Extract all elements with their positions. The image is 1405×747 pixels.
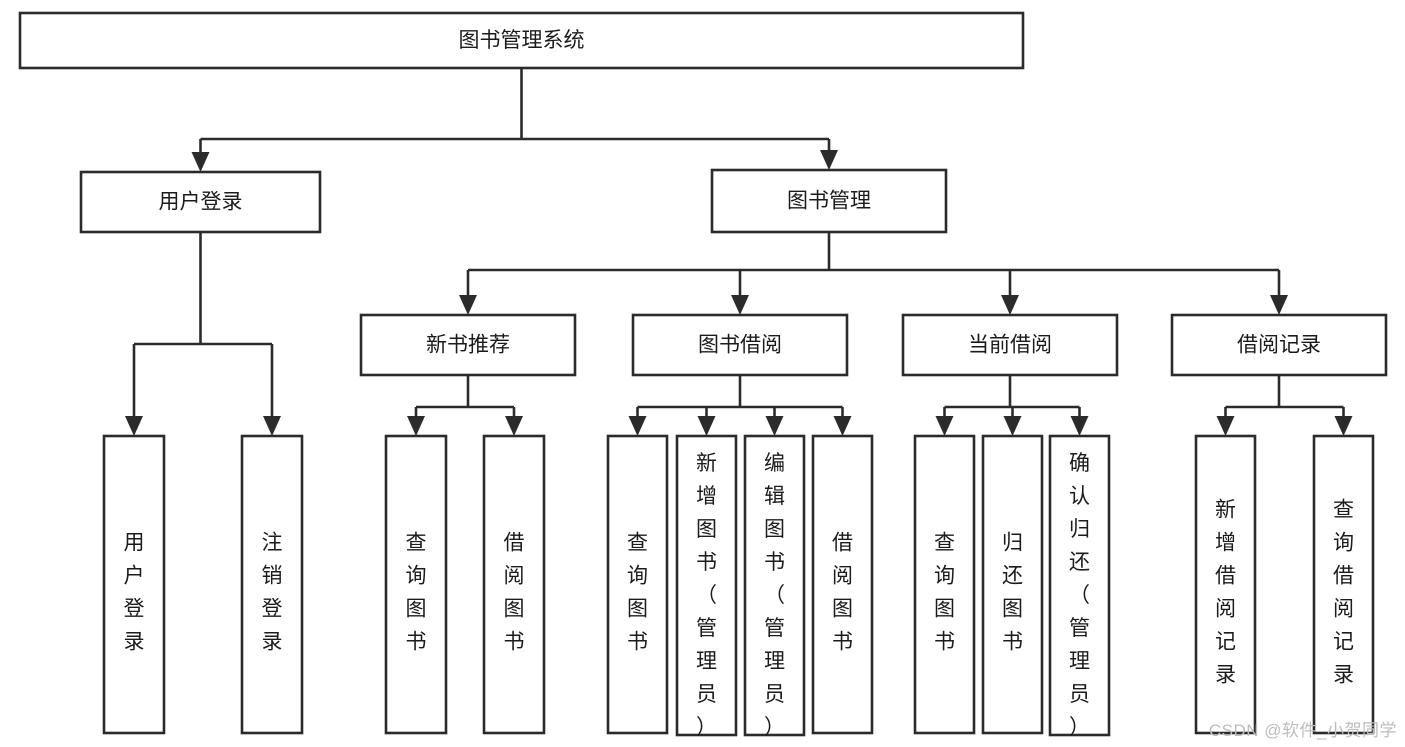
node-leaf-query-book-1-label: 查询图书 [406,532,427,654]
node-leaf-borrow-book-2[interactable]: 借阅图书 [811,434,874,735]
arrow-head-icon [731,295,749,315]
edge-group-borrow-record [1216,375,1353,436]
node-new-book-recommend-label: 新书推荐 [426,334,510,357]
edge-group-book-borrow [628,375,852,436]
node-leaf-borrow-book-2-label: 借阅图书 [832,532,853,654]
node-leaf-query-book-2-label: 查询图书 [627,532,648,654]
node-borrow-record[interactable]: 借阅记录 [1170,313,1388,377]
node-book-borrow[interactable]: 图书借阅 [631,313,849,377]
arrow-head-icon [1334,416,1353,436]
arrow-head-icon [1003,416,1022,436]
node-leaf-query-borrow-record[interactable]: 查询借阅记录 [1312,434,1375,735]
arrow-head-icon [407,416,425,436]
node-leaf-user-logout-box[interactable] [240,434,304,735]
node-leaf-user-logout[interactable]: 注销登录 [240,434,304,735]
edge-group-current-borrow [935,375,1089,436]
node-leaf-add-borrow-record-box[interactable] [1194,434,1257,735]
node-book-borrow-box[interactable] [631,313,849,377]
node-leaf-edit-book-admin-label: 编辑图书（管理员） [764,452,785,739]
arrow-head-icon [263,416,281,436]
node-leaf-query-book-3[interactable]: 查询图书 [913,434,976,735]
edge-group-book-manage [459,232,1288,315]
node-leaf-user-login-box[interactable] [102,434,166,735]
arrow-head-icon [1001,295,1019,315]
node-leaf-query-book-3-box[interactable] [913,434,976,735]
node-leaf-confirm-return-admin[interactable]: 确认归还（管理员） [1048,434,1111,739]
node-leaf-add-book-admin-box[interactable] [675,434,738,737]
node-leaf-query-book-3-label: 查询图书 [934,532,955,654]
edge-group-new-book-recommend [407,375,523,436]
arrow-head-icon [765,416,784,436]
node-borrow-record-label: 借阅记录 [1237,334,1321,357]
arrow-head-icon [191,152,210,172]
node-leaf-query-book-1[interactable]: 查询图书 [384,434,448,735]
node-leaf-add-borrow-record-label: 新增借阅记录 [1215,499,1236,687]
node-leaf-return-book-label: 归还图书 [1002,532,1023,654]
node-root-box[interactable] [18,11,1025,70]
node-leaf-confirm-return-admin-box[interactable] [1048,434,1111,737]
node-leaf-borrow-book-1-box[interactable] [482,434,546,735]
arrow-head-icon [935,416,954,436]
node-leaf-add-book-admin[interactable]: 新增图书（管理员） [675,434,738,739]
node-leaf-confirm-return-admin-label: 确认归还（管理员） [1069,452,1090,739]
node-book-manage[interactable]: 图书管理 [710,168,948,234]
arrow-head-icon [820,150,838,170]
node-root-label: 图书管理系统 [459,29,585,52]
arrow-head-icon [459,295,477,315]
node-current-borrow[interactable]: 当前借阅 [901,313,1119,377]
node-leaf-borrow-book-1[interactable]: 借阅图书 [482,434,546,735]
node-new-book-recommend[interactable]: 新书推荐 [359,313,577,377]
node-book-manage-label: 图书管理 [787,190,871,213]
node-leaf-user-login[interactable]: 用户登录 [102,434,166,735]
node-book-manage-box[interactable] [710,168,948,234]
node-leaf-return-book-box[interactable] [981,434,1044,735]
node-current-borrow-label: 当前借阅 [968,334,1052,357]
node-leaf-borrow-book-1-label: 借阅图书 [504,532,525,654]
node-new-book-recommend-box[interactable] [359,313,577,377]
arrow-head-icon [1070,416,1089,436]
node-leaf-query-book-1-box[interactable] [384,434,448,735]
node-user-login-box[interactable] [79,170,322,234]
node-leaf-edit-book-admin[interactable]: 编辑图书（管理员） [743,434,806,739]
node-leaf-add-borrow-record[interactable]: 新增借阅记录 [1194,434,1257,735]
nodes-layer: 图书管理系统用户登录图书管理新书推荐图书借阅当前借阅借阅记录用户登录注销登录查询… [18,11,1388,739]
node-leaf-edit-book-admin-box[interactable] [743,434,806,737]
node-leaf-return-book[interactable]: 归还图书 [981,434,1044,735]
node-leaf-query-borrow-record-label: 查询借阅记录 [1333,499,1354,687]
arrow-head-icon [505,416,523,436]
node-user-login[interactable]: 用户登录 [79,170,322,234]
node-leaf-user-logout-label: 注销登录 [262,532,283,654]
node-leaf-query-borrow-record-box[interactable] [1312,434,1375,735]
node-leaf-query-book-2[interactable]: 查询图书 [606,434,669,735]
arrow-head-icon [1216,416,1235,436]
node-leaf-add-book-admin-label: 新增图书（管理员） [696,452,717,739]
arrow-head-icon [833,416,852,436]
edge-group-user-login [125,232,281,436]
arrow-head-icon [1270,295,1288,315]
node-current-borrow-box[interactable] [901,313,1119,377]
node-user-login-label: 用户登录 [159,191,243,214]
node-root[interactable]: 图书管理系统 [18,11,1025,70]
arrow-head-icon [125,416,143,436]
node-borrow-record-box[interactable] [1170,313,1388,377]
node-leaf-query-book-2-box[interactable] [606,434,669,735]
connectors-layer [125,68,1353,436]
edge-group-root [191,68,838,172]
node-book-borrow-label: 图书借阅 [698,334,782,357]
node-leaf-borrow-book-2-box[interactable] [811,434,874,735]
arrow-head-icon [628,416,647,436]
node-leaf-user-login-label: 用户登录 [124,532,145,654]
arrow-head-icon [697,416,716,436]
